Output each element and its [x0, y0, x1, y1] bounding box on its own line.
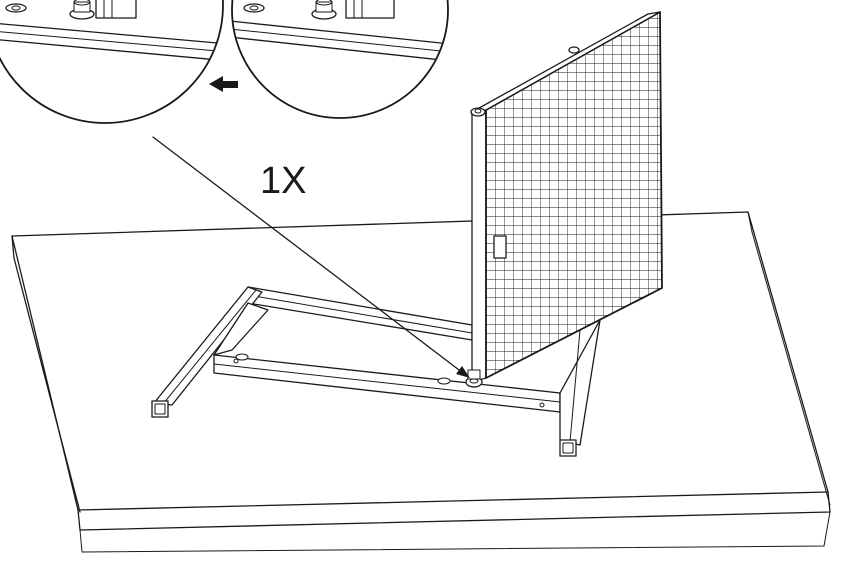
detail-view-right [231, 0, 449, 119]
quantity-label: 1X [260, 160, 306, 202]
table-frame [151, 286, 601, 457]
arrow-left-icon [209, 76, 238, 92]
detail-view-left [0, 0, 224, 124]
panel [470, 11, 663, 383]
leader-line [152, 136, 464, 374]
leader-arrowhead [456, 366, 470, 378]
hinge-bolt [465, 369, 483, 388]
